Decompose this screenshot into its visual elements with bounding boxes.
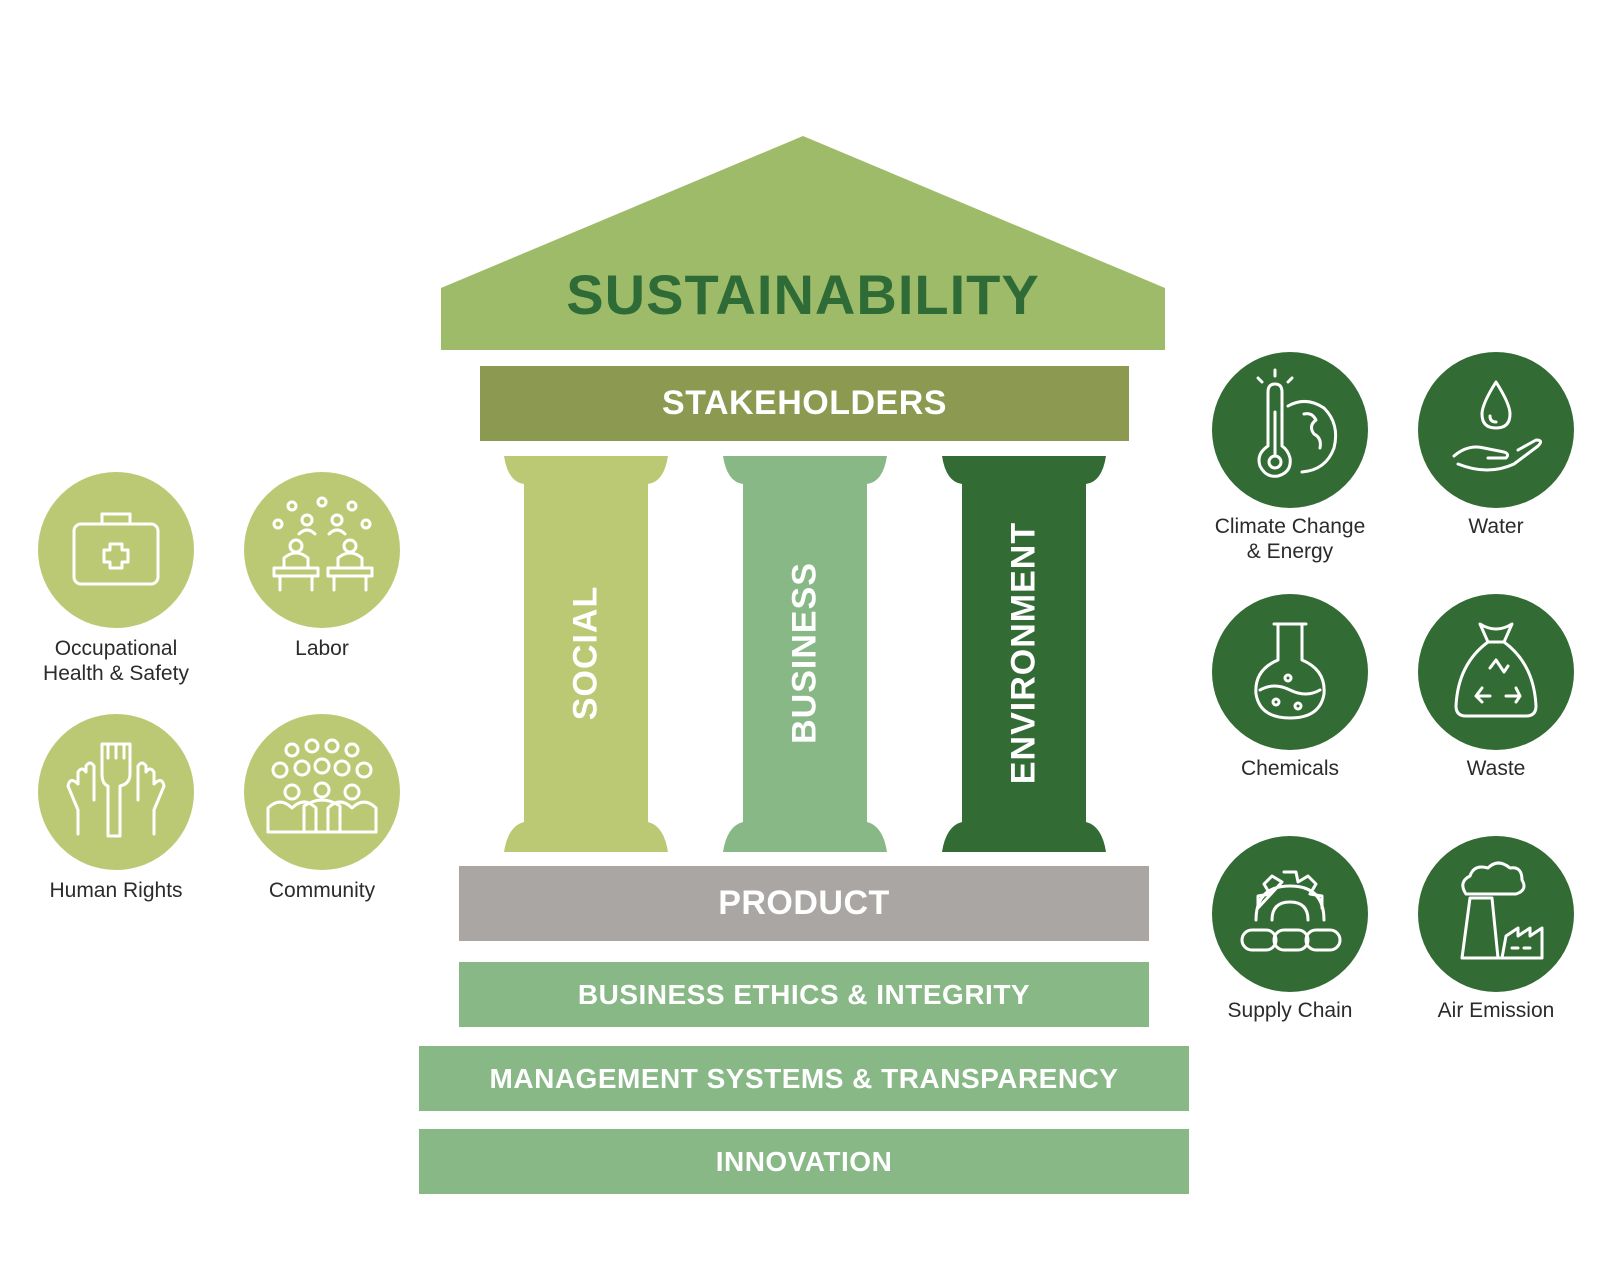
pillar-business-shape [723,456,887,852]
raised-hands-icon [38,714,194,870]
pillar-social-shape [504,456,668,852]
pillar-environment-shape [942,456,1106,852]
water-drop-hand-icon [1418,352,1574,508]
product-bar: PRODUCT [459,866,1149,941]
workers-icon [244,472,400,628]
innovation-bar: INNOVATION [419,1129,1189,1194]
roof-title: SUSTAINABILITY [566,263,1040,326]
air-emission-label: Air Emission [1437,999,1555,1022]
labor-label: Labor [295,637,349,660]
supply-chain-label: Supply Chain [1227,999,1353,1022]
human-rights-label: Human Rights [49,879,183,902]
gear-chain-icon [1212,836,1368,992]
ethics-bar: BUSINESS ETHICS & INTEGRITY [459,962,1149,1027]
pillar-social-label: SOCIAL [566,585,605,721]
recycle-bag-icon [1418,594,1574,750]
occupational-health-label: Occupational Health & Safety [43,637,189,685]
pillar-social: SOCIAL [524,484,648,822]
climate-change-label: Climate Change & Energy [1214,515,1366,563]
roof [441,136,1165,350]
water-label: Water [1468,515,1524,538]
chemicals-label: Chemicals [1240,757,1340,780]
pillar-business-label: BUSINESS [785,562,824,744]
stakeholders-bar: STAKEHOLDERS [480,366,1129,441]
flask-icon [1212,594,1368,750]
management-bar: MANAGEMENT SYSTEMS & TRANSPARENCY [419,1046,1189,1111]
pillar-business: BUSINESS [743,484,867,822]
pillars [504,456,1106,852]
waste-label: Waste [1466,757,1526,780]
factory-smoke-icon [1418,836,1574,992]
community-label: Community [268,879,376,902]
thermometer-globe-icon [1212,352,1368,508]
first-aid-kit-icon [38,472,194,628]
pillar-environment-label: ENVIRONMENT [1004,521,1043,785]
pillar-environment: ENVIRONMENT [962,484,1086,822]
crowd-icon [244,714,400,870]
